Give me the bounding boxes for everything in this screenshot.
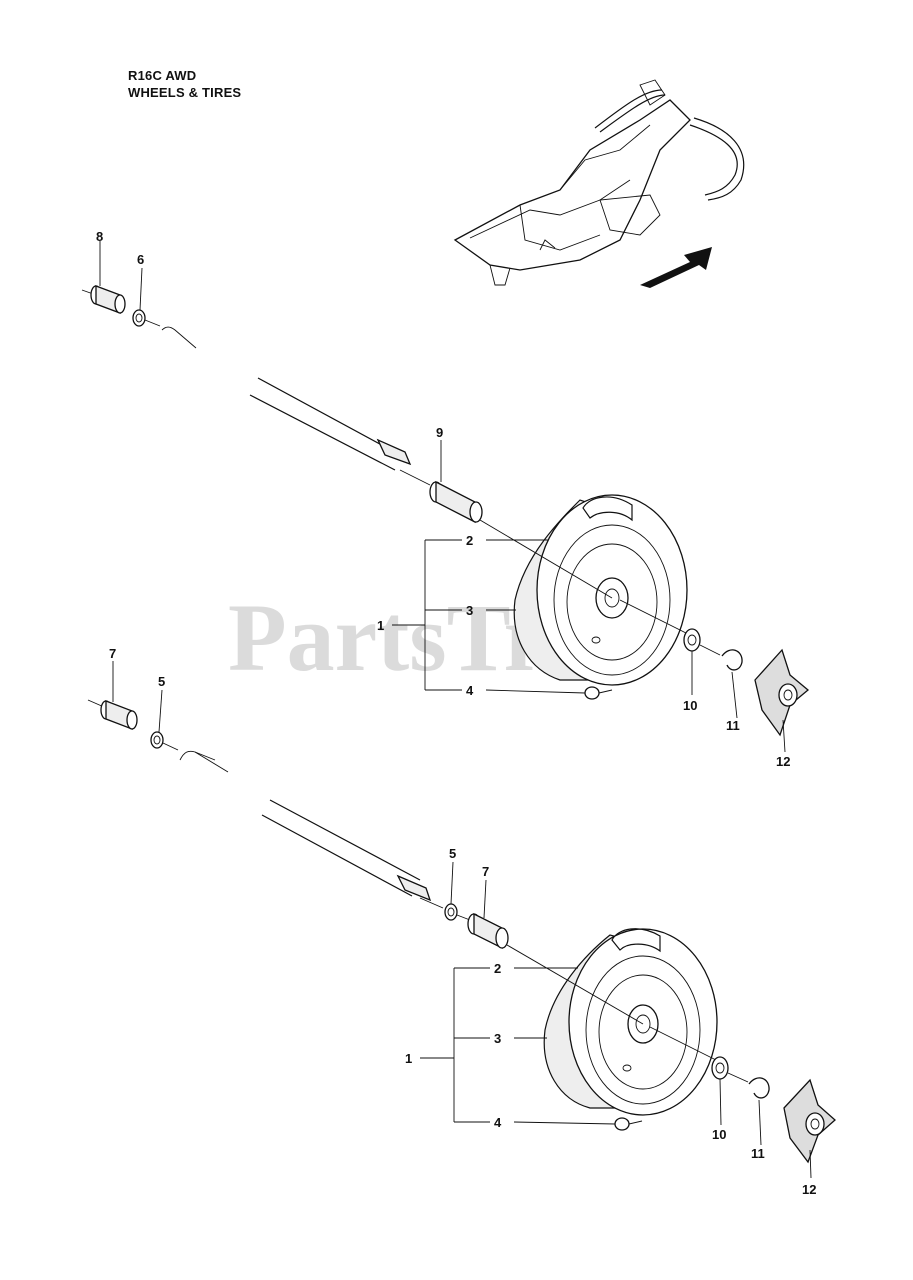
hub-cap-part-12-lower xyxy=(783,1078,836,1164)
washer-part-6 xyxy=(132,309,146,327)
wheel-tire-assembly-lower xyxy=(543,928,718,1116)
callout-2: 2 xyxy=(466,533,473,548)
clip-part-11 xyxy=(721,649,743,671)
clip-part-11-lower xyxy=(748,1077,770,1099)
upper-wheel-assembly xyxy=(81,241,810,753)
bushing-part-7 xyxy=(467,912,509,950)
callout-7-left: 7 xyxy=(109,646,116,661)
lower-wheel-assembly xyxy=(87,661,836,1179)
callout-10-lower: 10 xyxy=(712,1127,726,1142)
callout-12: 12 xyxy=(776,754,790,769)
callout-12-lower: 12 xyxy=(802,1182,816,1197)
valve-stem-part-4-lower xyxy=(614,1117,643,1131)
diagram-model-title: R16C AWD xyxy=(128,68,197,83)
frame-overview-illustration xyxy=(453,79,745,286)
washer-part-10 xyxy=(683,628,701,652)
callout-5-inner: 5 xyxy=(449,846,456,861)
callout-7-inner: 7 xyxy=(482,864,489,879)
callout-3-lower: 3 xyxy=(494,1031,501,1046)
callout-4-lower: 4 xyxy=(494,1115,502,1130)
washer-part-10-lower xyxy=(711,1056,729,1080)
bushing-part-9 xyxy=(429,480,483,524)
callout-8: 8 xyxy=(96,229,103,244)
wheel-tire-assembly-upper xyxy=(513,494,688,686)
callout-4: 4 xyxy=(466,683,474,698)
callout-1: 1 xyxy=(377,618,384,633)
callout-11-lower: 11 xyxy=(751,1146,765,1161)
diagram-section-title: WHEELS & TIRES xyxy=(128,85,242,100)
washer-part-5-inner xyxy=(444,903,458,921)
callout-6: 6 xyxy=(137,252,144,267)
spacer-part-8 xyxy=(90,285,126,314)
callout-1-lower: 1 xyxy=(405,1051,412,1066)
callout-11: 11 xyxy=(726,718,740,733)
callout-3: 3 xyxy=(466,603,473,618)
hub-cap-part-12 xyxy=(754,648,810,737)
callout-9: 9 xyxy=(436,425,443,440)
callout-5-left: 5 xyxy=(158,674,165,689)
washer-part-5 xyxy=(150,731,164,749)
callout-10: 10 xyxy=(683,698,697,713)
spacer-part-7 xyxy=(100,700,138,730)
arrow-icon xyxy=(640,247,712,288)
callout-2-lower: 2 xyxy=(494,961,501,976)
